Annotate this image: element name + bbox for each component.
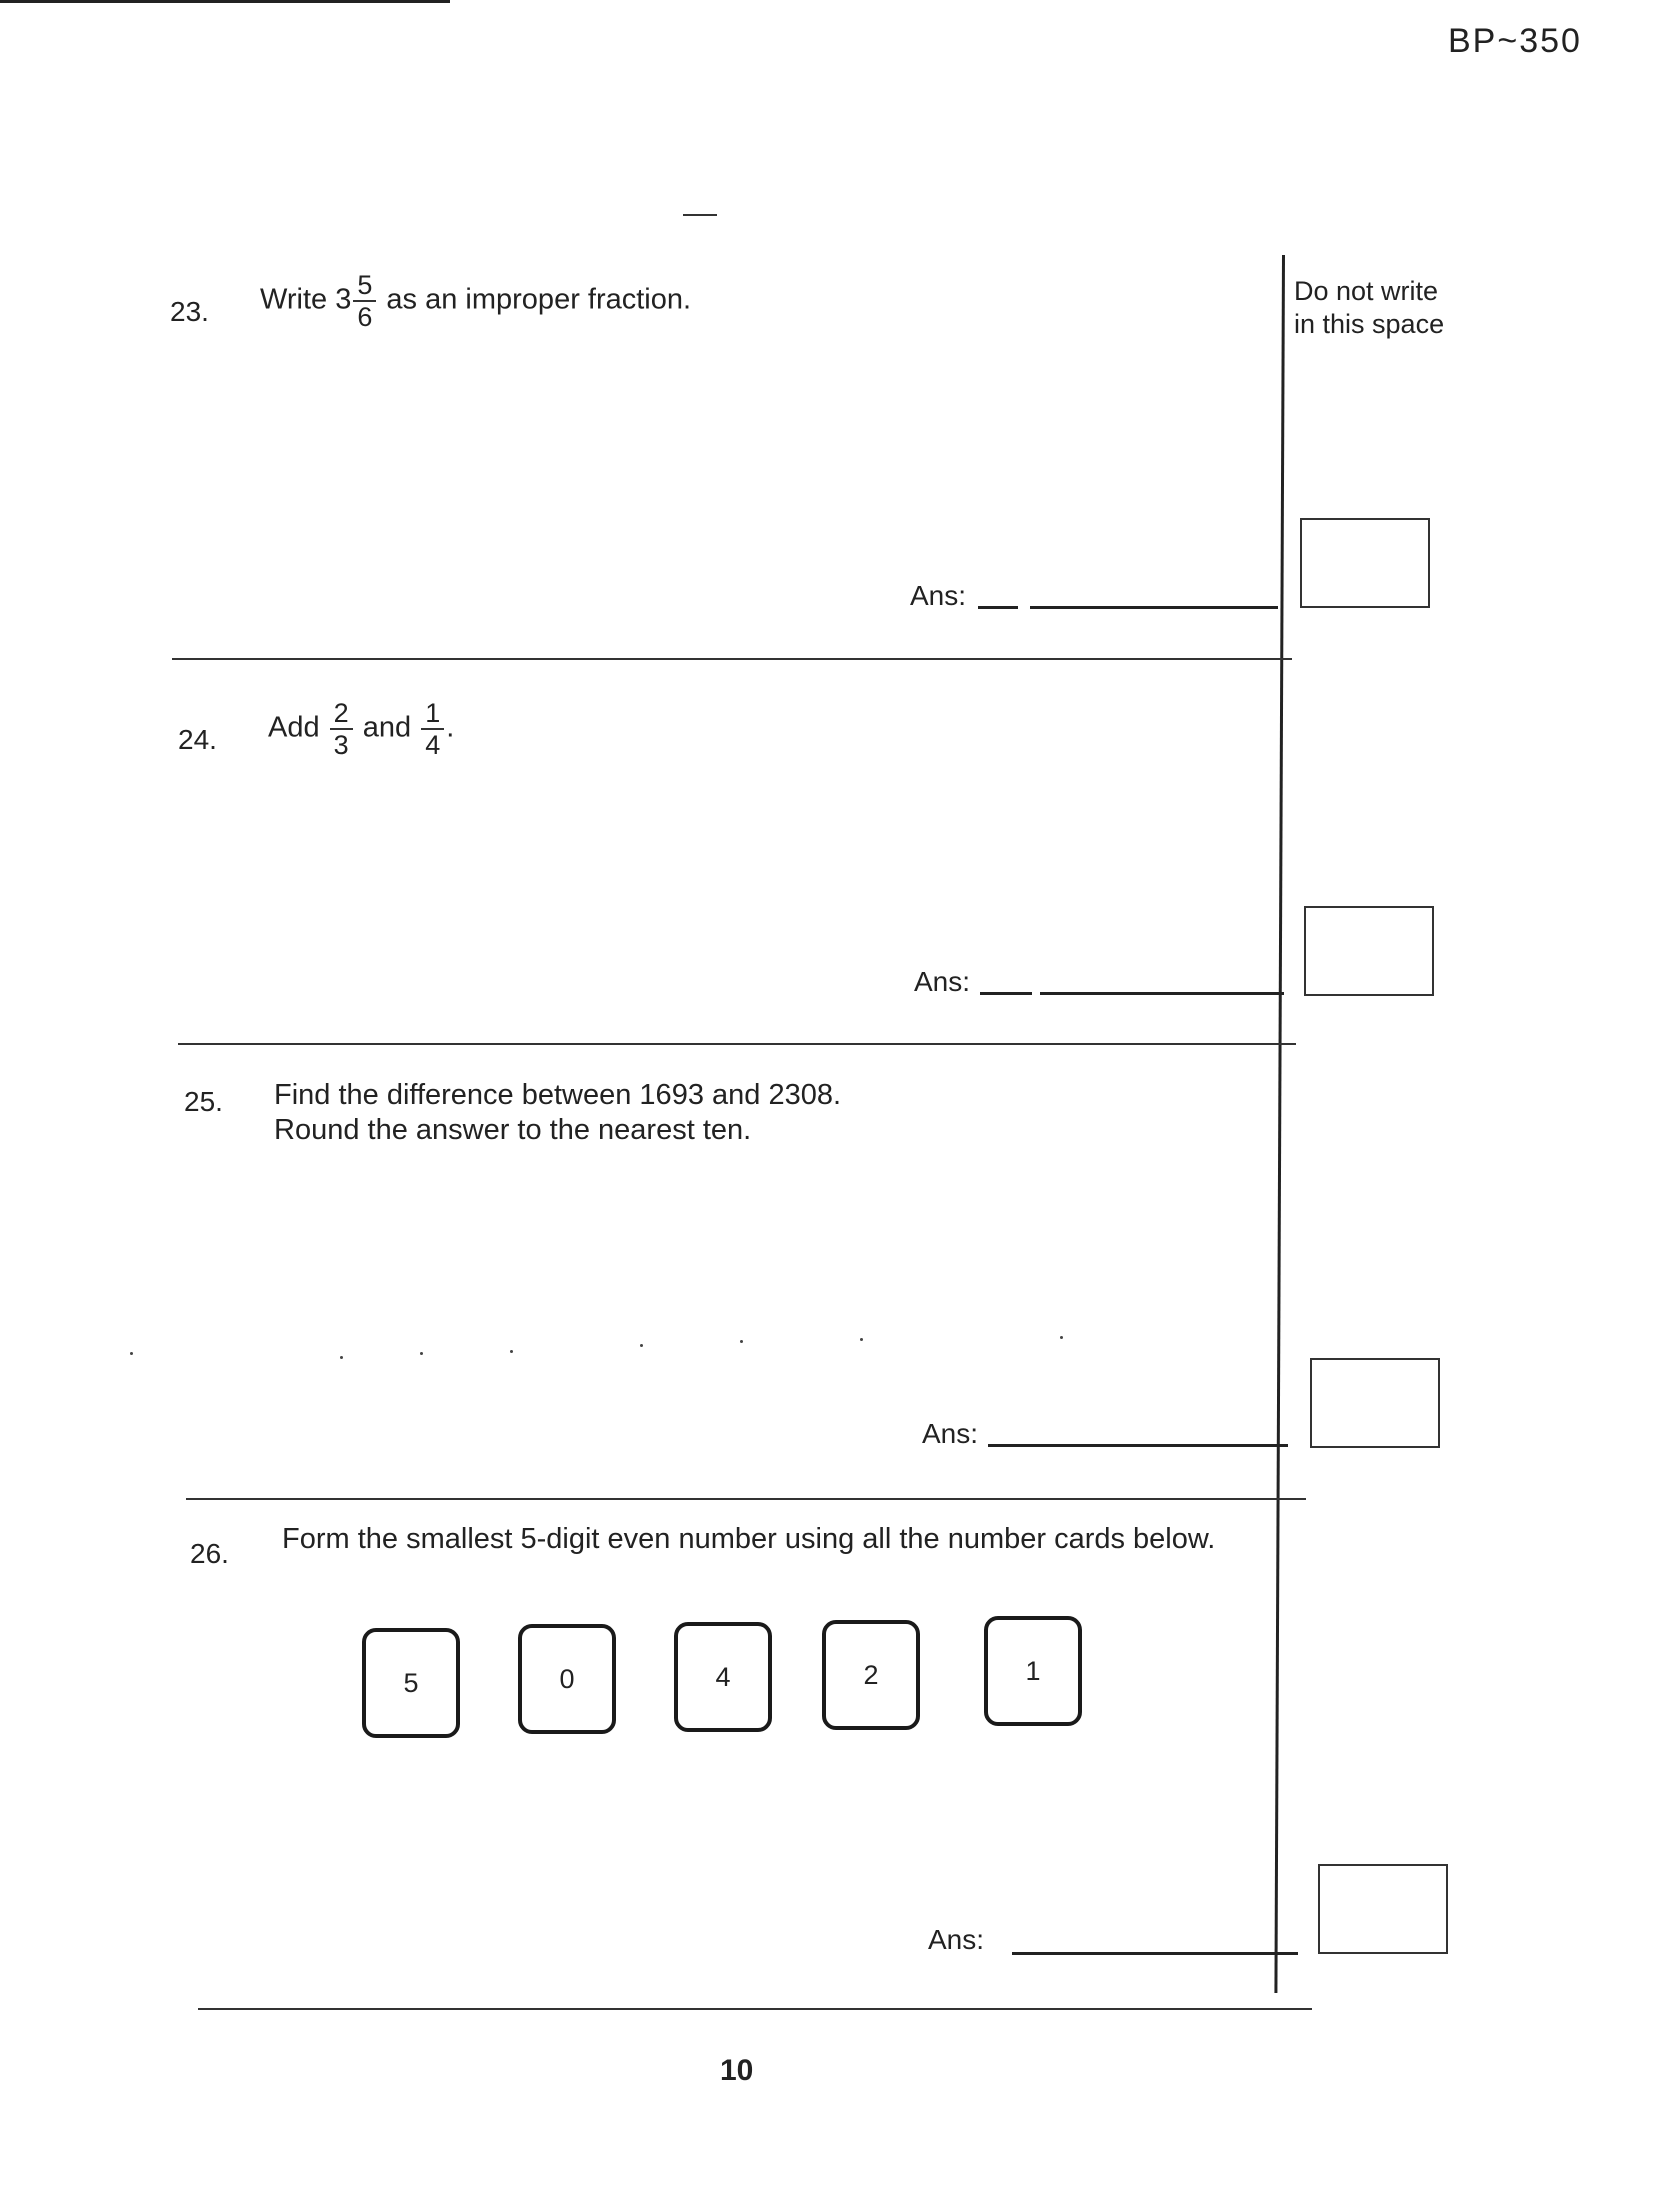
margin-note-line-1: Do not write	[1294, 276, 1439, 306]
scan-speck	[640, 1344, 643, 1347]
question-25-number: 25.	[184, 1086, 223, 1117]
answer-line-24b[interactable]	[1040, 992, 1284, 995]
answer-label-25: Ans:	[922, 1418, 979, 1449]
question-24-middle: and	[362, 711, 412, 744]
scan-speck	[740, 1340, 743, 1343]
question-24-number: 24.	[178, 724, 217, 755]
dash-mark	[683, 214, 717, 216]
mark-box-24	[1304, 906, 1434, 996]
question-26-text: Form the smallest 5-digit even number us…	[282, 1523, 1216, 1555]
margin-note-line-2: in this space	[1294, 309, 1445, 339]
separator-24	[178, 1043, 1296, 1045]
margin-note: Do not write in this space	[1294, 275, 1444, 341]
answer-label-23: Ans:	[910, 580, 967, 611]
number-card-2: 2	[822, 1620, 920, 1730]
mark-box-26	[1318, 1864, 1448, 1954]
question-24-prefix: Add	[268, 711, 320, 744]
number-card-5: 5	[362, 1628, 460, 1738]
question-25-line-1: Find the difference between 1693 and 230…	[274, 1079, 842, 1111]
separator-23	[172, 658, 1292, 660]
top-rule	[0, 0, 450, 3]
scan-speck	[340, 1356, 343, 1359]
mark-box-23	[1300, 518, 1430, 608]
question-24-suffix: .	[446, 711, 455, 744]
scan-speck	[510, 1350, 513, 1353]
mark-box-25	[1310, 1358, 1440, 1448]
number-card-4: 4	[674, 1622, 772, 1732]
question-25-text: Find the difference between 1693 and 230…	[274, 1078, 841, 1148]
question-23-suffix: as an improper fraction.	[386, 283, 692, 316]
page-number: 10	[720, 2054, 754, 2087]
answer-line-24a	[980, 992, 1032, 995]
question-26-number: 26.	[190, 1538, 229, 1569]
answer-line-26[interactable]	[1012, 1952, 1298, 1955]
margin-divider	[1274, 255, 1285, 1993]
scan-speck	[1060, 1336, 1063, 1339]
number-card-1: 1	[984, 1616, 1082, 1726]
separator-25	[186, 1498, 1306, 1500]
scan-speck	[130, 1352, 133, 1355]
scan-speck	[860, 1338, 863, 1341]
separator-26	[198, 2008, 1312, 2010]
question-25-line-2: Round the answer to the nearest ten.	[274, 1114, 752, 1146]
answer-line-25[interactable]	[988, 1444, 1288, 1447]
answer-label-26: Ans:	[928, 1924, 985, 1955]
paper-code: BP~350	[1448, 22, 1582, 60]
question-23-prefix: Write 3	[260, 283, 352, 316]
answer-line-23a	[978, 606, 1018, 609]
answer-line-23b[interactable]	[1030, 606, 1278, 609]
answer-label-24: Ans:	[914, 966, 971, 997]
question-23-number: 23.	[170, 296, 209, 327]
number-card-0: 0	[518, 1624, 616, 1734]
scan-speck	[420, 1352, 423, 1355]
